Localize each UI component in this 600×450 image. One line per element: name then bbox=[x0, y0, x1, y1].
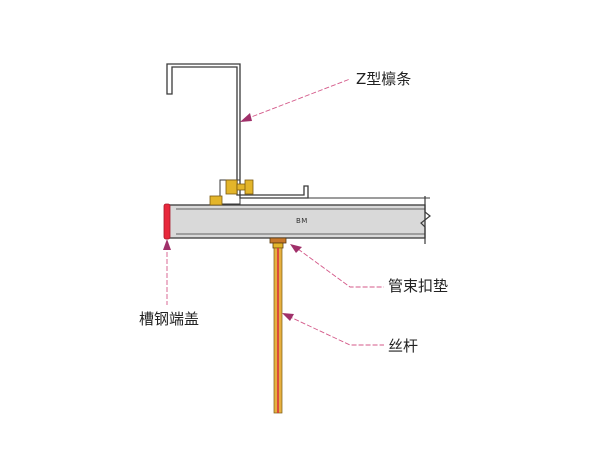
channel-beam-body bbox=[167, 204, 426, 239]
channel-end-cap-label: 槽钢端盖 bbox=[139, 310, 200, 328]
arrow-clamp bbox=[290, 244, 302, 253]
clamp-washer-label: 管束扣垫 bbox=[388, 277, 449, 295]
z-purlin bbox=[166, 63, 309, 199]
arrow-cap bbox=[163, 239, 171, 250]
bolt-head-right bbox=[244, 179, 254, 195]
arrow-rod bbox=[282, 313, 294, 321]
threaded-rod-label: 丝杆 bbox=[388, 337, 419, 355]
bolt-nut-left bbox=[225, 179, 238, 195]
clamp-washer-shape bbox=[269, 237, 287, 249]
leader-z bbox=[245, 78, 351, 120]
z-purlin-label: Z型檩条 bbox=[356, 70, 412, 88]
leader-clamp bbox=[297, 248, 384, 288]
channel-beam bbox=[167, 196, 431, 244]
leader-rod bbox=[287, 315, 384, 346]
break-line bbox=[420, 196, 431, 244]
arrowheads bbox=[163, 113, 302, 321]
channel-end-cap-shape bbox=[163, 203, 171, 240]
leader-lines bbox=[166, 78, 384, 346]
arrow-z bbox=[240, 113, 252, 122]
washer-nut bbox=[272, 242, 284, 249]
threaded-rod-shape bbox=[273, 247, 283, 414]
connection-bolt bbox=[209, 179, 254, 206]
z-purlin-outer bbox=[166, 63, 309, 199]
washer-plate bbox=[269, 237, 287, 244]
bolt-lower bbox=[209, 195, 223, 206]
beam-mark-label: BM bbox=[296, 217, 308, 225]
